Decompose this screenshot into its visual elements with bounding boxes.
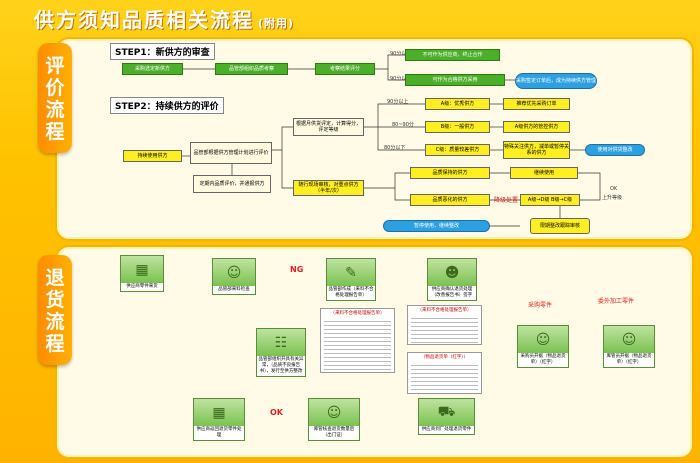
return-box-icon: ▦ bbox=[194, 399, 244, 426]
meeting-icon: ☷ bbox=[257, 329, 305, 356]
quality-degraded-box: 品质恶化的供方 bbox=[410, 194, 490, 206]
ongoing-supplier-oval: 采购签定订单后，成为持续供方管理 bbox=[515, 73, 597, 89]
supplier-confirm-step: ☻ 供应商确认退货处理（改善报告书）签字 bbox=[427, 258, 477, 301]
warehouse-check-step: ☺ 库管核查退货数量后（出门证） bbox=[308, 398, 360, 441]
warehouse-return-slip-step: ☺ 库管员开据（物品退货单）（红字） bbox=[603, 325, 655, 368]
outsourced-parts-label: 委外加工零件 bbox=[598, 298, 635, 305]
priority-order-box: 推荐优先采购订单 bbox=[503, 98, 570, 110]
quality-inspection-box: 品管部组织品质考察 bbox=[215, 63, 288, 75]
monthly-score-box: 根据月供货评定，计算得分，评定等级 bbox=[293, 118, 364, 136]
inspection-score-box: 考察结果评分 bbox=[315, 63, 375, 75]
clerk-icon: ☺ bbox=[604, 326, 654, 353]
incoming-parts-step: ▦ 供应商零件来货 bbox=[120, 255, 164, 292]
step1-label: STEP1：新供方的审查 bbox=[110, 43, 215, 60]
buyer-icon: ☺ bbox=[518, 326, 568, 353]
grade-a-box: A级：优秀供方 bbox=[425, 98, 490, 110]
nonconformance-doc-2: （来料不合格处理报告单） bbox=[407, 305, 482, 345]
return-section-tab: 退货流程 bbox=[38, 255, 72, 365]
over-90-label: 90分以上 bbox=[390, 76, 412, 82]
box-icon: ▦ bbox=[121, 256, 163, 283]
page-subtitle: (附用) bbox=[258, 17, 295, 30]
grade-b-box: B级：一般供方 bbox=[425, 121, 490, 133]
checker-icon: ☺ bbox=[309, 399, 359, 426]
ok-label: OK bbox=[270, 408, 283, 417]
select-new-supplier-box: 采购选定新供方 bbox=[122, 63, 183, 75]
grade-80-90-label: 80~90分 bbox=[392, 122, 414, 128]
rectify-review-box: 限期整改跟踪审核 bbox=[530, 218, 590, 234]
nonconformance-report-step: ✎ 品管部作成（来料不合格处理报告单） bbox=[326, 258, 376, 301]
upgrade-label: 上升等级 bbox=[602, 195, 623, 201]
report-icon: ✎ bbox=[327, 259, 375, 286]
grade-under-80-label: 80分以下 bbox=[384, 145, 406, 151]
grade-change-box: A级→D级 B级→C级 bbox=[520, 194, 580, 206]
qualified-supplier-box: 可作为合格供方采用 bbox=[405, 74, 505, 86]
grade-c-box: C级：质量较差供方 bbox=[425, 144, 490, 156]
buyer-return-slip-step: ☺ 采购员开据（物品退货单）（红字） bbox=[517, 325, 569, 368]
page-title: 供方须知品质相关流程(附用) bbox=[34, 8, 295, 32]
quality-defect-report-step: ☷ 品管部组织开具有关异常，（品质不良报告书），发行至供方整改 bbox=[256, 328, 306, 377]
step2-label: STEP2：持续供方的评价 bbox=[110, 97, 224, 114]
inspector-icon: ☺ bbox=[213, 259, 255, 286]
evaluation-section-tab: 评价流程 bbox=[38, 43, 72, 153]
special-attention-box: 特殊关注供方，减单或暂停关系的供方 bbox=[503, 141, 570, 159]
incoming-inspection-step: ☺ 品管部来料检查 bbox=[212, 258, 256, 295]
ng-label: NG bbox=[290, 265, 304, 274]
downgrade-label: 降级处置 bbox=[494, 197, 519, 204]
reject-supplier-box: 不可作为供应商，终止合作 bbox=[405, 49, 500, 61]
notify-supplier-box: 定期内品质评价，并通报供方 bbox=[193, 175, 271, 193]
supplier-handle-return-step: ⛟ 供应商到厂处理退货零件 bbox=[418, 398, 475, 435]
keep-using-box: 继续使用 bbox=[510, 167, 578, 179]
truck-icon: ⛟ bbox=[419, 399, 474, 426]
continue-supplier-box: 持续使用供方 bbox=[123, 150, 182, 162]
quality-maintained-box: 品质保持的供方 bbox=[410, 167, 490, 179]
onsite-audit-box: 随行现场审核，对重点供方（半年/次） bbox=[293, 180, 364, 196]
purchased-parts-label: 采购零件 bbox=[528, 302, 553, 309]
nonconformance-doc-1: （来料不合格处理报告单） bbox=[320, 308, 395, 373]
return-slip-doc: （物品退货单（红字）） bbox=[407, 352, 482, 394]
grade-a-control-box: A级供方的管控供方 bbox=[503, 121, 570, 133]
suspend-supplier-oval: 暂停使用，继续整改 bbox=[383, 220, 490, 232]
supplier-return-processing-step: ▦ 供应商返回退货零件处理 bbox=[193, 398, 245, 441]
under-90-label: 90分以下 bbox=[390, 51, 412, 57]
handshake-icon: ☻ bbox=[428, 259, 476, 286]
ok-small-label: OK bbox=[610, 186, 618, 192]
grade-over-90-label: 90分以上 bbox=[387, 99, 409, 105]
qa-evaluation-box: 品管部根据供方管理计划进行评价 bbox=[190, 142, 272, 164]
rectify-supply-oval: 使用对供货整改 bbox=[585, 144, 645, 156]
